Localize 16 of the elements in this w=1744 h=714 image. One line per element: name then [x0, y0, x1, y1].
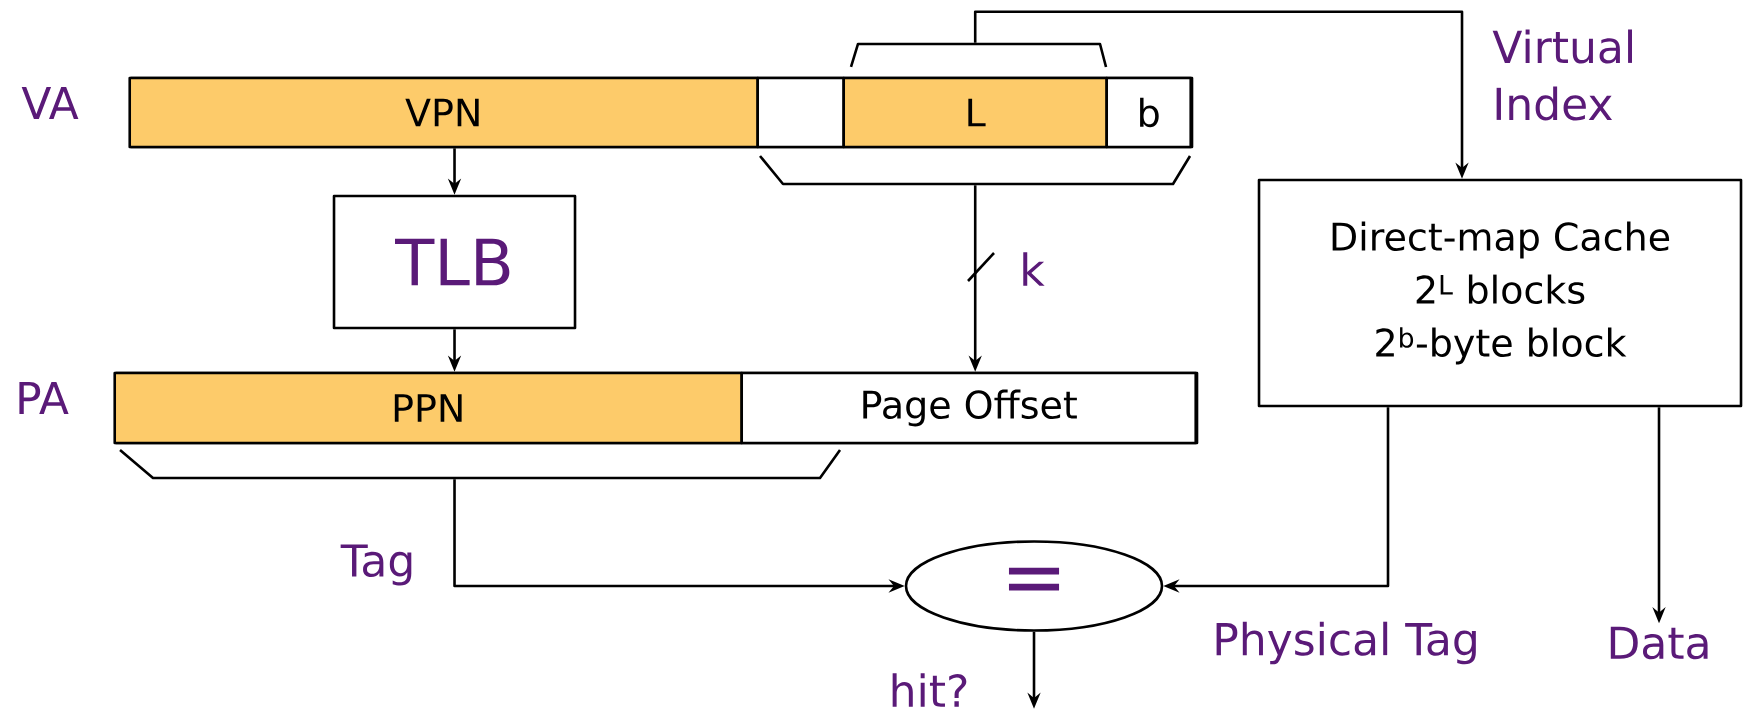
- edge-label: k: [1023, 252, 1045, 286]
- address-label: VA: [21, 86, 79, 120]
- edge-label: Physical Tag: [1216, 621, 1476, 665]
- bit-field: [756, 76, 845, 149]
- bit-field: VPN: [128, 76, 759, 149]
- cache-box: Direct-map Cache 2$^{L}$ blocks 2$^{b}$-byte block: [1257, 178, 1743, 408]
- address-label: PA: [19, 381, 69, 415]
- bit-field: Page Offset: [740, 371, 1197, 445]
- edge-label: Virtual Index: [1492, 29, 1632, 121]
- bit-field: b: [1105, 76, 1192, 149]
- tlb-box: TLB: [332, 194, 577, 330]
- edge-label: Tag: [340, 544, 412, 586]
- bit-field: PPN: [113, 371, 743, 445]
- output-label: hit?: [892, 673, 967, 707]
- output-label: Data: [1610, 626, 1708, 660]
- bit-field: L: [842, 76, 1108, 149]
